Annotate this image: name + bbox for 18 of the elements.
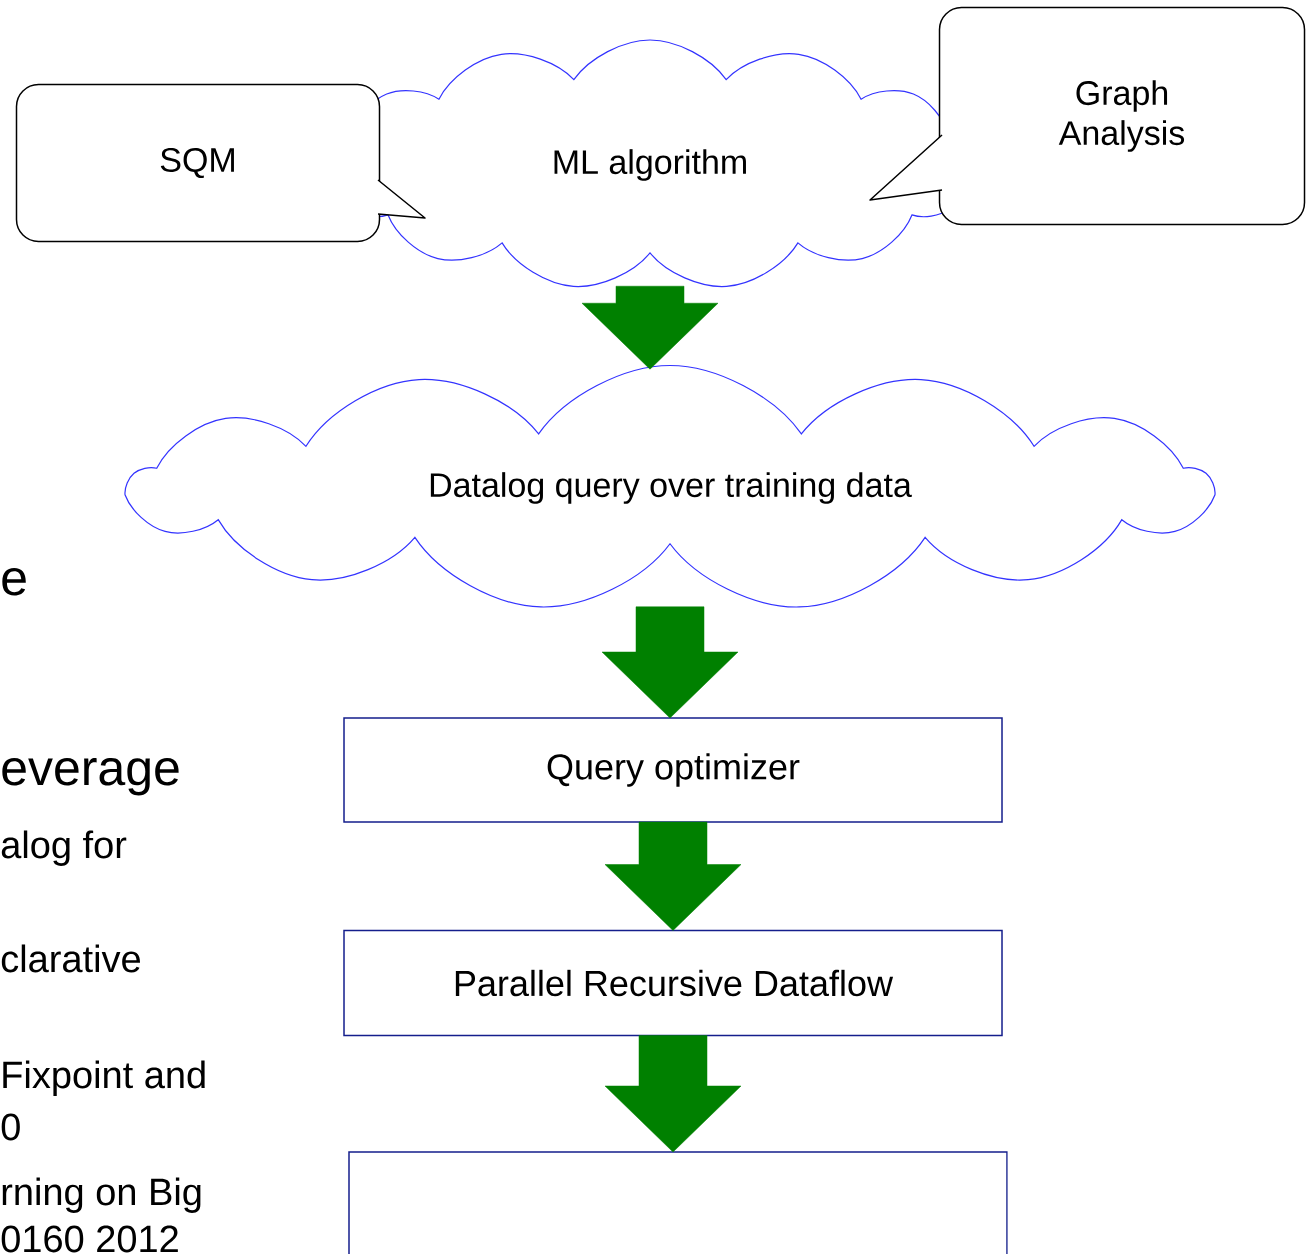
process-box: Parallel Recursive Dataflow — [343, 929, 1003, 1037]
text-fragment: alog for — [1, 830, 127, 866]
text-fragment: 0 — [1, 1113, 20, 1141]
text-fragment: clarative — [1, 944, 140, 973]
block-arrow — [601, 606, 739, 719]
block-arrow — [581, 285, 719, 370]
text-fragment: e — [2, 568, 26, 596]
process-box — [348, 1151, 1008, 1254]
text-fragment: Fixpoint and — [3, 1060, 205, 1096]
text-fragment: rning on Big — [2, 1177, 201, 1213]
speech-bubble: SQM — [15, 83, 426, 243]
process-box: Query optimizer — [343, 717, 1003, 823]
block-arrow — [604, 1035, 742, 1153]
speech-bubble: Graph Analysis — [869, 6, 1306, 226]
node-label: Graph Analysis — [1058, 80, 1185, 152]
text-fragment: 0160 2012 — [1, 1225, 178, 1253]
text-fragment: everage — [2, 758, 179, 796]
block-arrow — [604, 821, 742, 931]
